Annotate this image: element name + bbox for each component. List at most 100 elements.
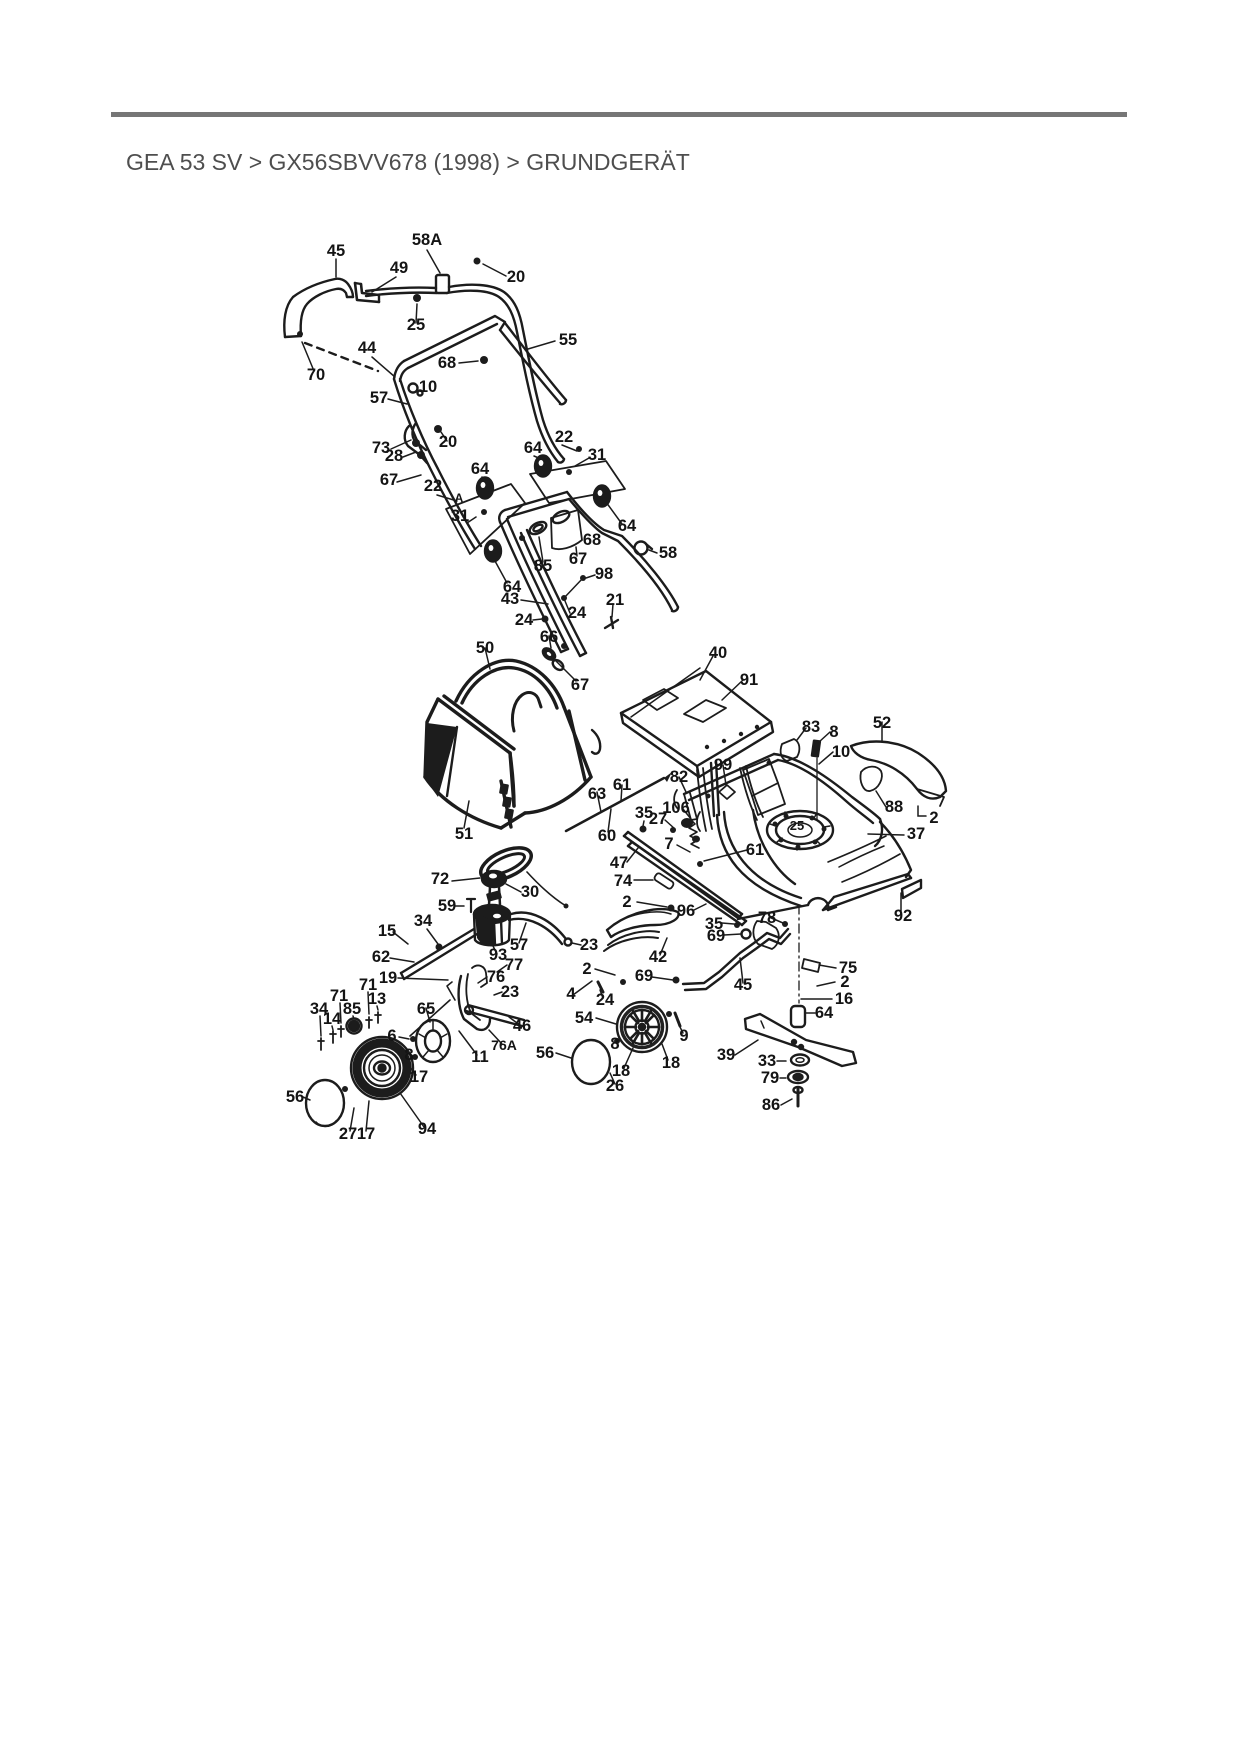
- svg-text:44: 44: [358, 339, 377, 357]
- svg-text:31: 31: [451, 507, 469, 525]
- svg-text:60: 60: [598, 827, 616, 845]
- svg-text:58A: 58A: [412, 231, 442, 249]
- svg-text:59: 59: [438, 897, 456, 915]
- svg-text:13: 13: [368, 990, 386, 1008]
- svg-text:85: 85: [343, 1000, 361, 1018]
- svg-text:96: 96: [677, 902, 695, 920]
- svg-text:57: 57: [510, 936, 528, 954]
- svg-text:54: 54: [575, 1009, 594, 1027]
- svg-text:73: 73: [372, 439, 390, 457]
- svg-text:86: 86: [762, 1096, 780, 1114]
- svg-text:98: 98: [595, 565, 613, 583]
- svg-text:51: 51: [455, 825, 473, 843]
- svg-text:58: 58: [659, 544, 677, 562]
- svg-text:17: 17: [410, 1068, 428, 1086]
- svg-text:70: 70: [307, 366, 325, 384]
- svg-text:19: 19: [379, 969, 397, 987]
- svg-text:24: 24: [596, 991, 615, 1009]
- svg-text:15: 15: [378, 922, 396, 940]
- svg-text:11: 11: [471, 1048, 488, 1066]
- svg-text:68: 68: [438, 354, 456, 372]
- svg-text:2: 2: [840, 973, 849, 991]
- svg-text:18: 18: [612, 1062, 630, 1080]
- svg-text:2: 2: [622, 893, 631, 911]
- svg-text:69: 69: [707, 927, 725, 945]
- svg-text:67: 67: [569, 550, 587, 568]
- svg-text:76: 76: [487, 968, 505, 986]
- svg-text:24: 24: [568, 604, 587, 622]
- svg-text:49: 49: [390, 259, 408, 277]
- svg-text:24: 24: [515, 611, 534, 629]
- svg-text:34: 34: [310, 1000, 329, 1018]
- svg-text:71: 71: [330, 987, 348, 1005]
- svg-text:71: 71: [359, 976, 377, 994]
- svg-text:62: 62: [372, 948, 390, 966]
- svg-text:56: 56: [536, 1044, 554, 1062]
- svg-text:77: 77: [505, 956, 523, 974]
- svg-text:64: 64: [524, 439, 543, 457]
- svg-text:20: 20: [507, 268, 525, 286]
- svg-text:8: 8: [404, 1046, 413, 1064]
- svg-text:22: 22: [555, 428, 573, 446]
- svg-text:76A: 76A: [491, 1037, 517, 1053]
- svg-text:2: 2: [582, 960, 591, 978]
- svg-text:37: 37: [907, 825, 925, 843]
- svg-text:4: 4: [566, 985, 576, 1003]
- svg-text:82: 82: [670, 768, 688, 786]
- svg-text:68: 68: [583, 531, 601, 549]
- svg-text:22: 22: [424, 477, 442, 495]
- svg-text:30: 30: [521, 883, 539, 901]
- svg-text:64: 64: [618, 517, 637, 535]
- svg-text:20: 20: [439, 433, 457, 451]
- svg-text:10: 10: [832, 743, 850, 761]
- svg-text:69: 69: [635, 967, 653, 985]
- svg-text:52: 52: [873, 714, 891, 732]
- svg-text:25: 25: [407, 316, 425, 334]
- svg-text:64: 64: [471, 460, 490, 478]
- svg-text:33: 33: [758, 1052, 776, 1070]
- svg-text:78: 78: [758, 909, 776, 927]
- svg-text:64: 64: [503, 578, 522, 596]
- svg-text:67: 67: [380, 471, 398, 489]
- svg-text:67: 67: [571, 676, 589, 694]
- svg-text:14: 14: [323, 1010, 342, 1028]
- svg-text:10: 10: [419, 378, 437, 396]
- svg-text:31: 31: [588, 446, 606, 464]
- svg-text:28: 28: [385, 447, 403, 465]
- svg-text:46: 46: [513, 1017, 531, 1035]
- svg-text:63: 63: [588, 785, 606, 803]
- svg-text:85: 85: [534, 557, 552, 575]
- svg-text:79: 79: [761, 1069, 779, 1087]
- svg-text:A: A: [455, 491, 464, 505]
- svg-text:17: 17: [357, 1125, 375, 1143]
- svg-text:8: 8: [610, 1035, 619, 1053]
- svg-text:57: 57: [370, 389, 388, 407]
- svg-text:35: 35: [635, 804, 653, 822]
- svg-text:8: 8: [829, 723, 838, 741]
- svg-text:43: 43: [501, 590, 519, 608]
- svg-text:106: 106: [662, 799, 690, 817]
- svg-text:9: 9: [679, 1027, 688, 1045]
- svg-text:25: 25: [790, 818, 804, 833]
- svg-text:23: 23: [580, 936, 598, 954]
- svg-text:35: 35: [705, 915, 723, 933]
- svg-text:61: 61: [746, 841, 764, 859]
- svg-text:92: 92: [894, 907, 912, 925]
- svg-text:56: 56: [286, 1088, 304, 1106]
- svg-text:88: 88: [885, 798, 903, 816]
- svg-text:75: 75: [839, 959, 857, 977]
- svg-text:42: 42: [649, 948, 667, 966]
- svg-text:27: 27: [649, 810, 667, 828]
- svg-text:64: 64: [815, 1004, 834, 1022]
- svg-text:6: 6: [387, 1027, 396, 1045]
- svg-text:94: 94: [418, 1120, 437, 1138]
- svg-text:26: 26: [606, 1077, 624, 1095]
- svg-text:65: 65: [417, 1000, 435, 1018]
- svg-text:99: 99: [714, 756, 732, 774]
- svg-text:40: 40: [709, 644, 727, 662]
- svg-text:72: 72: [431, 870, 449, 888]
- svg-text:27: 27: [339, 1125, 357, 1143]
- svg-text:47: 47: [610, 854, 628, 872]
- svg-text:93: 93: [489, 946, 507, 964]
- svg-text:45: 45: [734, 976, 752, 994]
